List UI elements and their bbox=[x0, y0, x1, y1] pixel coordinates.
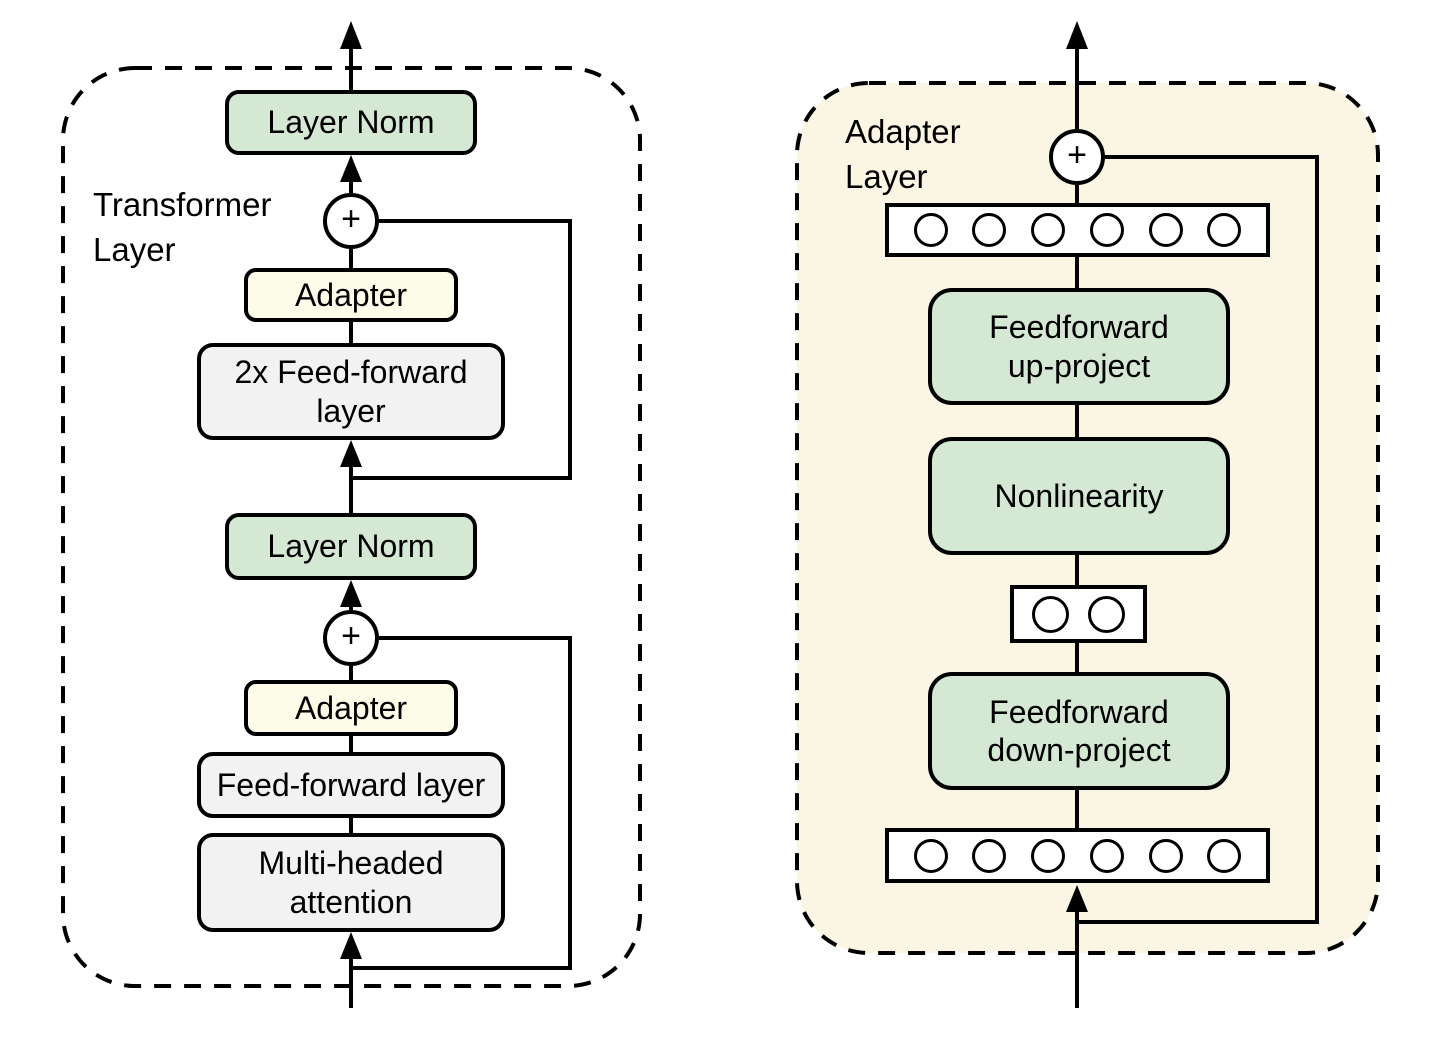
layer-norm-top-box: Layer Norm bbox=[225, 90, 477, 155]
feature-unit-circle bbox=[913, 213, 948, 247]
adapter-layer-label: Adapter Layer bbox=[845, 113, 961, 195]
nonlinearity-box: Nonlinearity bbox=[928, 437, 1230, 555]
feedforward-up-project-box: Feedforward up-project bbox=[928, 288, 1230, 405]
feature-unit-circle bbox=[1207, 213, 1242, 247]
left-top-skip-connection bbox=[351, 219, 572, 480]
left-layernorm-mid-arrowhead bbox=[340, 580, 362, 607]
left-input-arrowhead bbox=[340, 932, 362, 959]
adapter-bottom-box: Adapter bbox=[244, 680, 458, 736]
feature-unit-circle bbox=[972, 213, 1007, 247]
bottleneck-vector-row bbox=[1010, 585, 1147, 643]
feature-unit-circle bbox=[1148, 838, 1183, 873]
residual-add-top-circle: + bbox=[323, 193, 379, 249]
residual-add-bottom-circle: + bbox=[323, 610, 379, 666]
left-ff2x-arrowhead bbox=[340, 440, 362, 467]
layer-norm-mid-box: Layer Norm bbox=[225, 513, 477, 580]
left-output-arrowhead bbox=[340, 21, 362, 49]
feature-unit-circle bbox=[972, 838, 1007, 873]
feature-unit-circle bbox=[1031, 213, 1066, 247]
right-skip-connection bbox=[1077, 155, 1319, 924]
feedforward-2x-box: 2x Feed-forward layer bbox=[197, 343, 505, 440]
bottleneck-unit-circle bbox=[1087, 595, 1125, 633]
transformer-layer-label: Transformer Layer bbox=[93, 186, 272, 268]
bottleneck-unit-circle bbox=[1032, 595, 1070, 633]
multi-headed-attention-box: Multi-headed attention bbox=[197, 833, 505, 932]
feature-unit-circle bbox=[913, 838, 948, 873]
feature-vector-top-row bbox=[885, 203, 1270, 257]
feature-unit-circle bbox=[1207, 838, 1242, 873]
adapter-residual-add-circle: + bbox=[1049, 129, 1105, 185]
feature-unit-circle bbox=[1089, 838, 1124, 873]
left-bottom-skip-connection bbox=[351, 636, 572, 970]
feedforward-down-project-box: Feedforward down-project bbox=[928, 672, 1230, 790]
feature-unit-circle bbox=[1148, 213, 1183, 247]
adapter-top-box: Adapter bbox=[244, 268, 458, 322]
feedforward-layer-box: Feed-forward layer bbox=[197, 752, 505, 818]
left-layernorm-top-arrowhead bbox=[340, 155, 362, 182]
right-output-arrowhead bbox=[1066, 21, 1088, 49]
feature-unit-circle bbox=[1089, 213, 1124, 247]
feature-unit-circle bbox=[1031, 838, 1066, 873]
right-input-arrowhead bbox=[1066, 885, 1088, 912]
feature-vector-bottom-row bbox=[885, 828, 1270, 883]
